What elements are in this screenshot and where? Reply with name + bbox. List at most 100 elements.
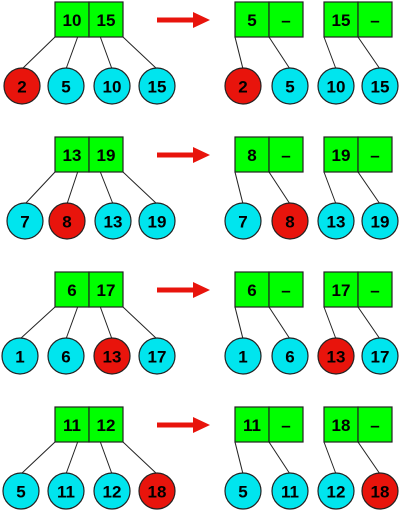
- before-tree-edge: [65, 306, 79, 340]
- before-tree-edge: [99, 36, 113, 70]
- before-tree-leaf: [93, 472, 131, 510]
- after-tree-right-key-cell: [357, 271, 393, 308]
- before-tree-leaf: [47, 472, 85, 510]
- after-tree-left-key-label: –: [281, 11, 290, 30]
- before-tree-leaf-label: 5: [61, 78, 70, 97]
- after-tree-left-leaf-label: 8: [285, 213, 294, 232]
- after-tree-left-key-label: 5: [247, 11, 256, 30]
- after-tree-left-key-cell: [234, 1, 270, 38]
- after-tree-right-edge: [323, 36, 337, 70]
- before-tree-key-label: 19: [97, 146, 116, 165]
- before-tree-leaf-label: 15: [148, 78, 167, 97]
- after-tree-left-key-label: 6: [247, 281, 256, 300]
- after-tree-right-edge: [323, 306, 337, 340]
- before-tree-edge: [65, 36, 79, 70]
- after-tree-right-leaf-label: 10: [327, 78, 346, 97]
- before-tree-edge: [122, 36, 158, 70]
- before-tree-key-cell: [54, 1, 90, 38]
- before-tree-edge: [19, 306, 56, 340]
- after-tree-left-edge: [268, 306, 291, 340]
- before-tree-key-label: 13: [63, 146, 82, 165]
- split-arrow-head: [193, 417, 210, 433]
- before-tree-leaf-highlighted: [48, 202, 86, 240]
- after-tree-right-leaf-highlighted: [317, 337, 355, 375]
- after-tree-right-leaf-label: 12: [327, 483, 346, 502]
- after-tree-right-key-cell: [357, 406, 393, 443]
- after-tree-right-leaf: [361, 202, 399, 240]
- before-tree-leaf: [94, 202, 132, 240]
- after-tree-right-leaf-highlighted: [361, 472, 399, 510]
- before-tree-leaf-highlighted: [138, 472, 176, 510]
- after-tree-left-leaf-label: 5: [238, 483, 247, 502]
- after-tree-left-key-cell: [268, 271, 304, 308]
- after-tree-right-edge: [323, 171, 337, 205]
- before-tree-leaf-label: 6: [61, 348, 70, 367]
- before-tree-leaf-label: 7: [20, 213, 29, 232]
- before-tree-leaf-label: 13: [103, 348, 122, 367]
- after-tree-left-leaf: [224, 472, 262, 510]
- after-tree-right-key-label: 19: [332, 146, 351, 165]
- after-tree-right-leaf-label: 13: [327, 348, 346, 367]
- after-tree-right-leaf-label: 15: [371, 78, 390, 97]
- split-arrow-head: [193, 12, 210, 28]
- after-tree-right-edge: [357, 306, 381, 340]
- before-tree-edge: [122, 171, 158, 205]
- before-tree-edge: [65, 441, 79, 475]
- split-arrow-head: [193, 147, 210, 163]
- after-tree-left-key-label: 8: [247, 146, 256, 165]
- before-tree-leaf-label: 18: [148, 483, 167, 502]
- before-tree-key-label: 6: [67, 281, 76, 300]
- before-tree-key-cell: [54, 136, 90, 173]
- before-tree-leaf: [138, 202, 176, 240]
- after-tree-left-leaf: [224, 202, 262, 240]
- after-tree-left-leaf: [224, 337, 262, 375]
- before-tree-leaf-label: 1: [15, 348, 24, 367]
- after-tree-right-leaf: [361, 337, 399, 375]
- after-tree-right-key-cell: [323, 406, 359, 443]
- after-tree-left-key-cell: [234, 136, 270, 173]
- before-tree-leaf-label: 10: [103, 78, 122, 97]
- after-tree-left-leaf-label: 1: [238, 348, 247, 367]
- before-tree-edge: [122, 441, 158, 475]
- after-tree-right-leaf-label: 13: [327, 213, 346, 232]
- before-tree-key-cell: [88, 406, 124, 443]
- after-tree-right-key-label: –: [370, 146, 379, 165]
- after-tree-right-key-label: –: [370, 281, 379, 300]
- after-tree-left-leaf-highlighted: [271, 202, 309, 240]
- before-tree-key-label: 11: [63, 416, 81, 435]
- after-tree-left-edge: [234, 171, 244, 205]
- after-tree-left-key-cell: [268, 136, 304, 173]
- before-tree-edge: [99, 306, 113, 340]
- after-tree-right-key-label: 15: [332, 11, 351, 30]
- after-tree-right-edge: [357, 171, 381, 205]
- after-tree-left-leaf-label: 7: [238, 213, 247, 232]
- after-tree-left-edge: [268, 441, 291, 475]
- after-tree-right-key-cell: [357, 136, 393, 173]
- after-tree-left-key-label: –: [281, 281, 290, 300]
- before-tree-leaf-label: 13: [104, 213, 123, 232]
- after-tree-right-leaf: [361, 67, 399, 105]
- before-tree-key-cell: [88, 136, 124, 173]
- after-tree-right-key-label: –: [370, 416, 379, 435]
- before-tree-leaf: [6, 202, 44, 240]
- after-tree-right-key-cell: [323, 136, 359, 173]
- after-tree-right-edge: [357, 441, 381, 475]
- before-tree-leaf-label: 17: [148, 348, 167, 367]
- before-tree-edge: [21, 36, 56, 70]
- before-tree-edge: [24, 171, 56, 205]
- after-tree-left-key-label: 11: [243, 416, 261, 435]
- after-tree-right-key-label: –: [370, 11, 379, 30]
- after-tree-right-leaf: [317, 202, 355, 240]
- before-tree-edge: [99, 171, 114, 205]
- after-tree-right-leaf: [317, 67, 355, 105]
- before-tree-leaf-label: 8: [62, 213, 71, 232]
- before-tree-leaf: [2, 472, 40, 510]
- after-tree-left-edge: [234, 36, 244, 70]
- before-tree-key-label: 10: [63, 11, 82, 30]
- after-tree-left-key-cell: [268, 406, 304, 443]
- split-arrow-head: [193, 282, 210, 298]
- after-tree-left-leaf-label: 2: [238, 78, 247, 97]
- before-tree-edge: [66, 171, 79, 205]
- before-tree-leaf-label: 19: [148, 213, 167, 232]
